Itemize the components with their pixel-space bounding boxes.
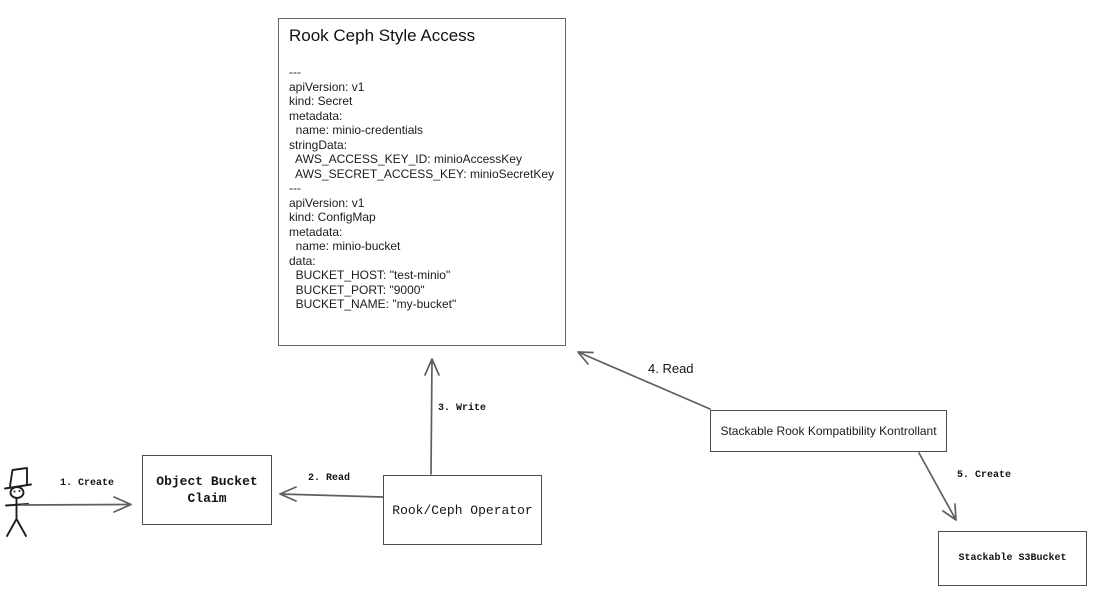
edge-label-write-manifests: 3. Write — [438, 403, 487, 414]
edge-read-manifests — [577, 351, 711, 410]
node-rook-ceph-operator: Rook/Ceph Operator — [383, 475, 542, 545]
main-box-title: Rook Ceph Style Access — [289, 26, 476, 45]
edge-write-manifests — [424, 358, 440, 475]
yaml-manifest: --- apiVersion: v1 kind: Secret metadata… — [289, 65, 554, 311]
edge-label-read-manifests: 4. Read — [648, 361, 694, 376]
edge-label-create-s3bucket: 5. Create — [957, 470, 1012, 481]
node-stackable-s3bucket: Stackable S3Bucket — [938, 531, 1087, 586]
edge-label-create-obc: 1. Create — [60, 478, 115, 489]
node-rook-ceph-style-access: Rook Ceph Style Access --- apiVersion: v… — [278, 18, 566, 346]
stick-figure-icon — [4, 467, 32, 537]
node-object-bucket-claim-label: Object Bucket Claim — [156, 474, 258, 506]
edge-create-s3bucket — [918, 452, 957, 521]
edge-create-obc — [21, 496, 132, 513]
edge-label-read-obc: 2. Read — [308, 473, 351, 484]
node-stackable-kontrollant: Stackable Rook Kompatibility Kontrollant — [710, 410, 947, 452]
node-object-bucket-claim: Object Bucket Claim — [142, 455, 272, 525]
node-rook-ceph-operator-label: Rook/Ceph Operator — [392, 502, 533, 518]
edge-read-obc — [279, 486, 384, 502]
node-stackable-s3bucket-label: Stackable S3Bucket — [958, 553, 1067, 564]
node-stackable-kontrollant-label: Stackable Rook Kompatibility Kontrollant — [720, 424, 937, 438]
